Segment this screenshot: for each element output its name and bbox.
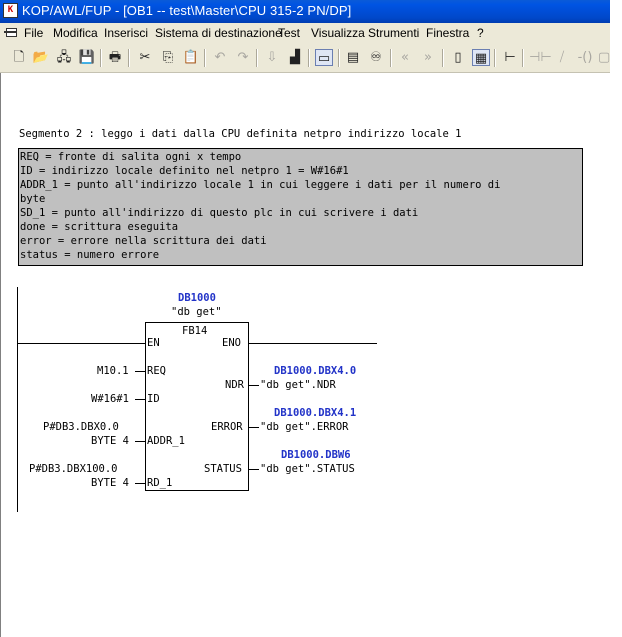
ndr-symbol[interactable]: "db get".NDR: [260, 379, 336, 391]
menu-modifica[interactable]: Modifica: [53, 26, 98, 40]
menu-inserisci[interactable]: Inserisci: [104, 26, 149, 40]
menu-visualizza[interactable]: Visualizza: [311, 26, 365, 40]
status-symbol[interactable]: "db get".STATUS: [260, 463, 355, 475]
previous-icon[interactable]: «: [401, 50, 409, 65]
req-parameter[interactable]: M10.1: [97, 365, 129, 377]
pin-en: EN: [147, 337, 160, 349]
segment-comment[interactable]: REQ = fronte di salita ogni x tempo ID =…: [18, 148, 583, 266]
copy-icon[interactable]: ⎘: [162, 50, 174, 65]
toolbar-separator: [128, 49, 130, 67]
pin-rd-1: RD_1: [147, 477, 173, 489]
menu-bar: File Modifica Inserisci Sistema di desti…: [0, 23, 610, 44]
box-icon[interactable]: ▢: [598, 50, 610, 65]
toolbar-separator: [390, 49, 392, 67]
segment-title: Segmento 2 : leggo i dati dalla CPU defi…: [19, 128, 462, 140]
print-icon[interactable]: 🖶: [108, 50, 122, 65]
pin-status: STATUS: [204, 463, 242, 475]
station-icon[interactable]: ▤: [346, 50, 360, 65]
function-block[interactable]: [145, 322, 249, 491]
pin-addr-1: ADDR_1: [147, 435, 185, 447]
open-folder-icon[interactable]: 📂: [32, 50, 50, 65]
comment-line: status = numero errore: [20, 249, 160, 261]
comment-line: SD_1 = punto all'indirizzo di questo plc…: [20, 207, 419, 219]
network-new-icon[interactable]: ⊢: [504, 50, 516, 65]
comment-line: error = errore nella scrittura dei dati: [20, 235, 267, 247]
status-connector: [249, 469, 259, 470]
error-symbol[interactable]: "db get".ERROR: [260, 421, 349, 433]
pin-id: ID: [147, 393, 160, 405]
id-connector: [135, 399, 145, 400]
toolbar-separator: [204, 49, 206, 67]
error-connector: [249, 427, 259, 428]
glasses-icon[interactable]: ♾: [370, 50, 382, 65]
save-icon[interactable]: 💾: [78, 50, 96, 65]
req-connector: [135, 371, 145, 372]
comment-line: done = scrittura eseguita: [20, 221, 179, 233]
ndr-address[interactable]: DB1000.DBX4.0: [274, 365, 357, 377]
redo-icon[interactable]: ↷: [237, 50, 249, 65]
undo-icon[interactable]: ↶: [214, 50, 226, 65]
title-bar: K KOP/AWL/FUP - [OB1 -- test\Master\CPU …: [0, 0, 610, 23]
cut-icon[interactable]: ✂: [139, 50, 151, 65]
coil-icon[interactable]: -(): [577, 50, 593, 65]
menu-finestra[interactable]: Finestra: [426, 26, 470, 40]
error-address[interactable]: DB1000.DBX4.1: [274, 407, 357, 419]
power-rail: [17, 287, 18, 512]
comment-line: REQ = fronte di salita ogni x tempo: [20, 151, 242, 163]
menu-sistema-destinazione[interactable]: Sistema di destinazione: [155, 26, 282, 40]
toolbar-separator: [256, 49, 258, 67]
en-wire: [17, 343, 145, 344]
details-icon[interactable]: ▦: [472, 49, 490, 66]
app-icon[interactable]: K: [3, 3, 18, 18]
monitor-icon[interactable]: ▟: [290, 50, 300, 65]
network-icon[interactable]: 🖧: [56, 50, 72, 65]
instance-db-address[interactable]: DB1000: [178, 292, 216, 304]
instance-db-symbol[interactable]: "db get": [171, 306, 222, 318]
pin-req: REQ: [147, 365, 166, 377]
rd-1-length[interactable]: BYTE 4: [91, 477, 129, 489]
id-parameter[interactable]: W#16#1: [91, 393, 129, 405]
toolbar-separator: [308, 49, 310, 67]
document-menu-icon[interactable]: [4, 27, 17, 38]
menu-help[interactable]: ?: [477, 26, 484, 40]
toolbar-separator: [338, 49, 340, 67]
toolbar: 🗋 📂 🖧 💾 🖶 ✂ ⎘ 📋 ↶ ↷ ⇩ ▟ ▭ ▤ ♾ « » | ▯ ▦ …: [0, 44, 610, 73]
toolbar-separator: [522, 49, 524, 67]
window-title: KOP/AWL/FUP - [OB1 -- test\Master\CPU 31…: [22, 3, 352, 18]
toolbar-separator: [442, 49, 444, 67]
status-address[interactable]: DB1000.DBW6: [281, 449, 351, 461]
comment-line: ID = indirizzo locale definito nel netpr…: [20, 165, 349, 177]
fb-name: FB14: [182, 325, 208, 337]
comment-line: ADDR_1 = punto all'indirizzo locale 1 in…: [20, 179, 501, 191]
pin-error: ERROR: [211, 421, 243, 433]
addr-1-parameter[interactable]: P#DB3.DBX0.0: [43, 421, 119, 433]
contact-nc-icon[interactable]: ⧸: [559, 50, 565, 65]
editor-border: [0, 73, 1, 637]
menu-strumenti[interactable]: Strumenti: [368, 26, 420, 40]
comment-line: byte: [20, 193, 46, 205]
paste-icon[interactable]: 📋: [182, 50, 200, 65]
pin-ndr: NDR: [225, 379, 244, 391]
addr-1-length[interactable]: BYTE 4: [91, 435, 129, 447]
menu-test[interactable]: Test: [278, 26, 301, 40]
eno-wire: [249, 343, 377, 344]
overview-icon[interactable]: ▯: [454, 50, 462, 65]
pin-eno: ENO: [222, 337, 241, 349]
addr-1-connector: [135, 441, 145, 442]
rd-1-connector: [135, 483, 145, 484]
next-icon[interactable]: »: [424, 50, 432, 65]
download-icon[interactable]: ⇩: [266, 50, 278, 65]
contact-no-icon[interactable]: ⊣⊢: [529, 50, 552, 65]
toolbar-separator: [100, 49, 102, 67]
toolbar-separator: [494, 49, 496, 67]
rd-1-parameter[interactable]: P#DB3.DBX100.0: [29, 463, 118, 475]
ndr-connector: [249, 385, 259, 386]
select-icon[interactable]: ▭: [315, 49, 333, 66]
new-icon[interactable]: 🗋: [13, 50, 25, 65]
menu-file[interactable]: File: [24, 26, 44, 40]
